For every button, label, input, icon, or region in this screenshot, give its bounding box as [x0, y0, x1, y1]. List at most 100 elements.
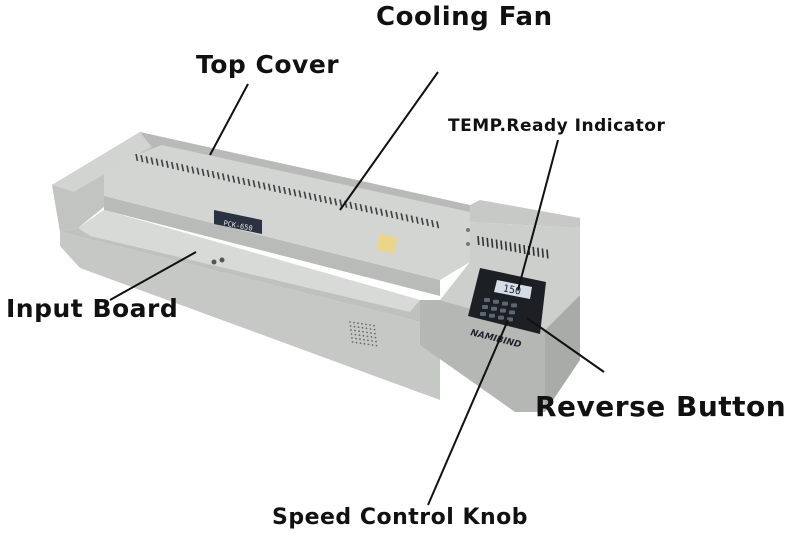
grille-hole: [369, 324, 371, 326]
grille-hole: [367, 343, 370, 346]
input-board: [78, 210, 420, 312]
vent-slot: [369, 206, 373, 214]
vent-slot: [278, 185, 282, 194]
vent-slot: [500, 240, 503, 250]
model-plate: [214, 210, 262, 234]
grille-hole: [361, 322, 363, 325]
vent-slot: [405, 214, 409, 222]
grille-hole: [375, 344, 378, 347]
grille-hole: [362, 330, 364, 333]
warning-sticker: [376, 234, 398, 254]
control-tower-front: [420, 300, 545, 412]
control-button: [509, 310, 515, 315]
vent-slot: [191, 166, 195, 174]
grille-hole: [375, 340, 377, 343]
grille-hole: [373, 328, 376, 331]
vent-slot: [155, 158, 159, 166]
vent-slot: [339, 199, 343, 207]
vent-slot: [481, 236, 485, 246]
vent-slot: [504, 241, 508, 251]
grille-hole: [365, 327, 368, 330]
vent-slot: [308, 192, 312, 200]
vent-slot: [514, 243, 517, 253]
cooling-fan-vents: [135, 153, 440, 229]
vent-slot: [140, 154, 144, 163]
grille-hole: [369, 328, 372, 330]
vent-slot: [303, 191, 307, 199]
grille-hole: [374, 332, 376, 335]
grille-hole: [363, 342, 366, 345]
grille-hole: [351, 341, 354, 343]
input-board-icon: [211, 259, 217, 265]
grille-hole: [351, 337, 353, 339]
vent-slot: [477, 235, 480, 246]
leader-line-input-board: [109, 251, 197, 301]
label-input-board: Input Board: [6, 294, 179, 323]
grille-hole: [370, 336, 373, 338]
control-panel: [468, 268, 546, 334]
vent-slot: [186, 165, 190, 173]
vent-slot: [267, 183, 271, 191]
vent-slot: [374, 207, 378, 215]
vent-slot: [431, 219, 435, 228]
grille-hole: [358, 330, 360, 333]
vent-slot: [420, 217, 424, 226]
grille-hole: [359, 342, 362, 345]
tower-screw: [466, 228, 470, 232]
vent-slot: [206, 169, 210, 178]
control-tower-side: [545, 295, 580, 412]
grille-hole: [366, 335, 369, 338]
vent-slot: [486, 237, 489, 247]
vent-slot: [298, 190, 302, 198]
control-button: [484, 298, 490, 302]
vent-slot: [495, 239, 498, 249]
vent-slot: [237, 176, 241, 184]
grille-hole: [363, 338, 365, 341]
vent-slot: [247, 178, 251, 187]
vent-slot: [252, 180, 256, 188]
vent-slot: [410, 215, 414, 223]
vent-slot: [201, 168, 205, 176]
temp-lcd-value: 150: [502, 283, 522, 297]
vent-slot: [532, 246, 535, 256]
vent-slot: [509, 242, 512, 252]
tower-screw: [466, 242, 470, 246]
grille-hole: [354, 329, 356, 332]
grille-hole: [365, 323, 367, 326]
top-cover-front: [104, 196, 440, 296]
grille-hole: [349, 321, 351, 323]
vent-slot: [395, 211, 399, 220]
control-button: [491, 306, 497, 311]
vent-slot: [135, 153, 139, 162]
vent-slot: [359, 203, 363, 212]
vent-slot: [181, 164, 185, 172]
left-end-cap-top: [52, 132, 162, 192]
leader-line-speed-knob: [427, 319, 509, 506]
grille-hole: [366, 331, 368, 334]
control-button: [498, 315, 504, 320]
grille-hole: [358, 334, 361, 337]
tower-vents: [477, 235, 549, 259]
control-button: [511, 303, 517, 308]
vent-slot: [354, 202, 358, 211]
grille-hole: [370, 332, 372, 334]
vent-slot: [145, 156, 149, 164]
control-tower-top: [470, 200, 580, 228]
grille-hole: [361, 326, 364, 329]
vent-slot: [165, 160, 169, 169]
leader-line-top-cover: [209, 83, 249, 156]
vent-slot: [380, 208, 384, 216]
vent-slot: [329, 197, 333, 205]
grille-hole: [355, 341, 358, 344]
vent-slot: [537, 247, 540, 257]
input-board-icon: [219, 257, 225, 263]
vent-slot: [196, 167, 200, 175]
vent-slot: [150, 157, 154, 165]
leader-line-temp-ready: [517, 139, 559, 291]
vent-slot: [318, 194, 322, 203]
grille-hole: [371, 340, 373, 342]
vent-slot: [262, 182, 266, 190]
control-button: [480, 312, 486, 316]
